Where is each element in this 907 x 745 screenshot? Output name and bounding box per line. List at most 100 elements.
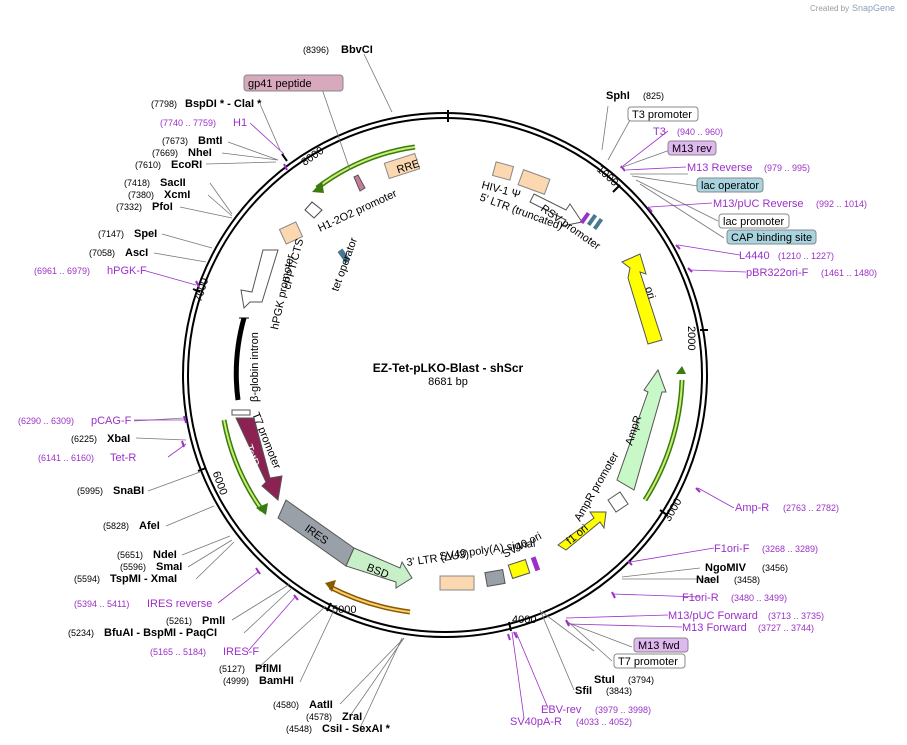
tick-marks bbox=[192, 153, 708, 632]
lacop-label: lac operator bbox=[701, 180, 759, 192]
watermark-brand: SnapGene bbox=[852, 3, 895, 13]
smai-name: SmaI bbox=[156, 561, 182, 573]
m13puc-fwd-name: M13/pUC Forward bbox=[668, 610, 758, 622]
ecori-name: EcoRI bbox=[171, 159, 202, 171]
ebvrev-range: (3979 .. 3998) bbox=[595, 705, 651, 715]
sv40par-range: (4033 .. 4052) bbox=[576, 717, 632, 727]
nhei-name: NheI bbox=[188, 147, 212, 159]
tetr-range: (6141 .. 6160) bbox=[38, 453, 94, 463]
pcagf-range: (6290 .. 6309) bbox=[18, 416, 74, 426]
sphi-name: SphI bbox=[606, 90, 630, 102]
iresf-name: IRES-F bbox=[223, 646, 259, 658]
hpgk-arrow bbox=[240, 249, 279, 310]
tspmi-name: TspMI - XmaI bbox=[110, 573, 177, 585]
snabi-pos: (5995) bbox=[77, 486, 103, 496]
csii-pos: (4548) bbox=[286, 724, 312, 734]
gp41-box bbox=[243, 74, 344, 92]
bmti-name: BmtI bbox=[198, 135, 222, 147]
pflmi-pos: (5127) bbox=[219, 664, 245, 674]
bglobin-label: β-globin intron bbox=[249, 332, 261, 402]
aatii-pos: (4580) bbox=[273, 700, 299, 710]
bsd-arrow bbox=[345, 547, 413, 589]
leader-lines bbox=[133, 53, 725, 729]
ngomiv-name: NgoMIV bbox=[705, 562, 747, 574]
lacprom-box bbox=[718, 213, 790, 229]
sv40ori-box bbox=[507, 558, 531, 580]
m13rev-box bbox=[667, 140, 717, 156]
f1ori-arrow bbox=[557, 511, 607, 551]
tet-operator-label: tet operator bbox=[330, 236, 361, 293]
backbone bbox=[182, 110, 708, 638]
h1-promoter-arrow bbox=[304, 201, 323, 219]
aatii-name: AatII bbox=[309, 699, 333, 711]
pfoi-pos: (7332) bbox=[116, 202, 142, 212]
plasmid-length: 8681 bp bbox=[428, 376, 468, 388]
bspdi-name: BspDI * - ClaI * bbox=[185, 98, 262, 110]
gp41-label: gp41 peptide bbox=[248, 78, 312, 90]
ltr3-box bbox=[439, 575, 475, 591]
zrai-name: ZraI bbox=[342, 711, 362, 723]
bmti-pos: (7673) bbox=[162, 136, 188, 146]
hpgkf-name: hPGK-F bbox=[107, 265, 147, 277]
sv40pa-box bbox=[484, 568, 506, 588]
pmli-name: PmlI bbox=[202, 615, 225, 627]
bamhi-pos: (4999) bbox=[223, 676, 249, 686]
cppt-box bbox=[278, 221, 304, 245]
ndei-pos: (5651) bbox=[117, 550, 143, 560]
sfii-name: SfiI bbox=[575, 685, 592, 697]
bamhi-name: BamHI bbox=[259, 675, 294, 687]
iresrev-range: (5394 .. 5411) bbox=[74, 599, 129, 609]
pbr322-range: (1461 .. 1480) bbox=[821, 268, 877, 278]
lacprom-label: lac promoter bbox=[723, 216, 784, 228]
ori-arrow bbox=[621, 253, 663, 345]
f1orif-name: F1ori-F bbox=[714, 543, 750, 555]
tet-operator-feature bbox=[337, 248, 351, 264]
iresf-range: (5165 .. 5184) bbox=[150, 647, 206, 657]
naei-name: NaeI bbox=[696, 574, 719, 586]
rsv-arrow bbox=[529, 193, 583, 227]
xbai-name: XbaI bbox=[107, 433, 130, 445]
t7prom-box bbox=[613, 653, 686, 669]
t7-small bbox=[231, 409, 251, 416]
t3-range: (940 .. 960) bbox=[677, 127, 723, 137]
xbai-pos: (6225) bbox=[71, 434, 97, 444]
pbr322-name: pBR322ori-F bbox=[746, 267, 809, 279]
m13fwd-label: M13 fwd bbox=[638, 640, 680, 652]
sacii-pos: (7418) bbox=[124, 178, 150, 188]
f1orif-range: (3268 .. 3289) bbox=[762, 544, 818, 554]
xcmi-pos: (7380) bbox=[128, 190, 154, 200]
iresrev-name: IRES reverse bbox=[147, 598, 212, 610]
bfuai-name: BfuAI - BspMI - PaqCI bbox=[104, 627, 217, 639]
pcagf-name: pCAG-F bbox=[91, 415, 132, 427]
ampr-primer-name: Amp-R bbox=[735, 502, 769, 514]
m13forward-name: M13 Forward bbox=[682, 622, 747, 634]
bbvci-pos: (8396) bbox=[303, 45, 329, 55]
ori-label: ori bbox=[642, 285, 657, 300]
m13fwd-box bbox=[633, 637, 689, 653]
zrai-pos: (4578) bbox=[306, 712, 332, 722]
csii-name: CsiI - SexAI * bbox=[322, 723, 391, 735]
ndei-name: NdeI bbox=[153, 549, 177, 561]
spei-pos: (7147) bbox=[98, 229, 124, 239]
afei-pos: (5828) bbox=[103, 521, 129, 531]
ampr-primer-range: (2763 .. 2782) bbox=[783, 503, 839, 513]
tetr-name: Tet-R bbox=[110, 452, 136, 464]
plasmid-name: EZ-Tet-pLKO-Blast - shScr bbox=[373, 361, 524, 375]
tetr-arrow bbox=[235, 417, 283, 501]
m13puc-fwd-range: (3713 .. 3735) bbox=[768, 611, 824, 621]
l4440-range: (1210 .. 1227) bbox=[778, 251, 834, 261]
watermark-prefix: Created by bbox=[810, 4, 849, 13]
h1-range: (7740 .. 7759) bbox=[160, 118, 216, 128]
sacii-name: SacII bbox=[160, 177, 186, 189]
tick-1000: 1000 bbox=[594, 164, 620, 189]
t3prom-label: T3 promoter bbox=[632, 109, 692, 121]
ebvrev-name: EBV-rev bbox=[541, 704, 582, 716]
asci-pos: (7058) bbox=[89, 248, 115, 258]
tspmi-pos: (5594) bbox=[74, 574, 100, 584]
tick-3000: 3000 bbox=[662, 496, 685, 523]
spei-name: SpeI bbox=[134, 228, 157, 240]
m13reverse-range: (979 .. 995) bbox=[764, 163, 810, 173]
smai-pos: (5596) bbox=[120, 562, 146, 572]
h1-name: H1 bbox=[233, 117, 247, 129]
